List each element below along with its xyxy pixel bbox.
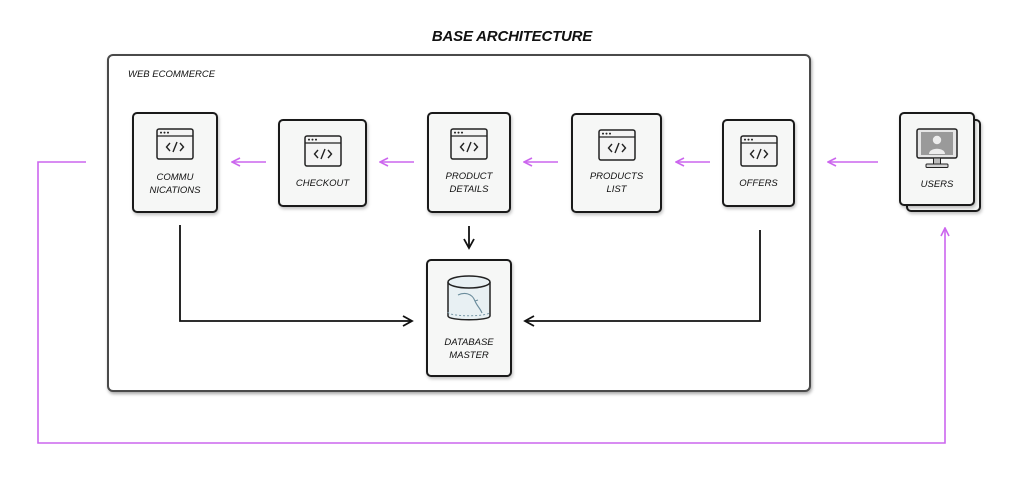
node-label-line2: MASTER [449,349,489,361]
node-label-line1: PRODUCTS [589,171,644,182]
node-label-line1: DATABASE [444,337,494,348]
node-label-line1: COMMU [156,172,194,183]
node-label-line2: NICATIONS [149,184,201,196]
node-offers[interactable]: OFFERS [722,119,795,207]
node-label-line2: DETAILS [449,183,489,195]
node-label-line1: OFFERS [739,178,778,189]
code-window-icon [450,128,488,160]
node-label-line1: CHECKOUT [295,178,350,189]
node-label-line1: USERS [920,179,954,190]
code-window-icon [597,129,636,161]
diagram-title: BASE ARCHITECTURE [431,28,593,45]
node-users[interactable]: USERS [899,112,975,206]
node-product-details[interactable]: PRODUCT DETAILS [427,112,511,213]
arrow-offers-to-database [523,230,761,327]
node-database-master[interactable]: DATABASE MASTER [426,259,512,377]
node-communications[interactable]: COMMU NICATIONS [132,112,218,213]
arrow-communications-to-database [179,225,414,327]
code-window-icon [156,128,194,160]
code-window-icon [303,135,342,167]
node-checkout[interactable]: CHECKOUT [278,119,367,207]
desktop-user-icon [916,128,958,168]
node-products-list[interactable]: PRODUCTS LIST [571,113,662,213]
node-label-line1: PRODUCT [445,171,493,182]
node-label-line2: LIST [606,183,627,195]
mysql-database-icon [447,275,491,321]
code-window-icon [739,135,778,167]
container-label: WEB ECOMMERCE [128,69,216,80]
arrow-communications-loop-to-users [37,161,945,444]
